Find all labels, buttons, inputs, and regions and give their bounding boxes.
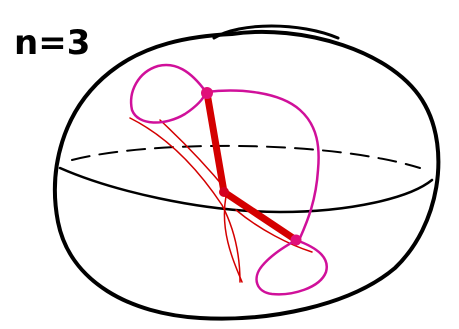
equator-back: [72, 146, 420, 168]
thick-path-lower: [224, 192, 296, 240]
vertex-top: [201, 87, 213, 99]
title-label: n=3: [14, 23, 90, 63]
thin-line-right: [236, 210, 312, 252]
loop-bottom: [257, 240, 327, 294]
vertex-middle: [219, 187, 229, 197]
thin-line-left: [130, 118, 240, 282]
sphere-outline: [55, 32, 438, 319]
vertex-bottom: [291, 235, 302, 246]
loop-top-left: [131, 65, 206, 123]
